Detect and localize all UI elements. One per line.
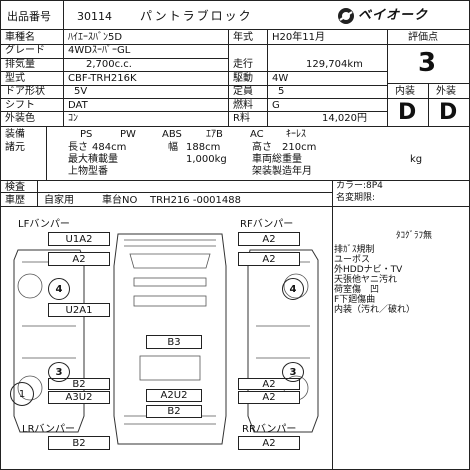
load-label: 最大積載量 [68, 154, 118, 165]
gvw-unit: kg [410, 154, 423, 165]
score-value: 3 [418, 48, 437, 78]
color-value: ｺﾝ [68, 113, 78, 124]
manufacture-label: 架装製造年月 [252, 166, 312, 177]
lot-number: 30114 [77, 10, 112, 23]
mark-rear-bottom: B2 [146, 405, 202, 418]
year-value: H20年11月 [272, 32, 325, 43]
door-label: ドア形状 [5, 86, 45, 97]
mileage-value: 129,704km [306, 59, 363, 70]
inspection-label: 検査 [5, 182, 25, 193]
note-line: 内装（汚れ／破れ） [334, 305, 416, 315]
rr-bumper-label: RRバンパー [242, 424, 297, 435]
mileage-label: 走行 [233, 59, 253, 70]
load-value: 1,000kg [186, 154, 227, 165]
logo-text: ベイオーク [358, 8, 429, 23]
model-label: 車種名 [5, 32, 35, 43]
displacement-label: 排気量 [5, 59, 35, 70]
height-value: 210cm [282, 142, 317, 153]
equipment-item: ABS [162, 129, 182, 140]
type-value: CBF-TRH216K [68, 73, 137, 84]
interior-label: 内装 [395, 86, 415, 97]
equipment-list: PS PW ABS ｴｱB AC ｷｰﾚｽ [80, 130, 380, 142]
chassis-value: TRH216 -0001488 [150, 195, 241, 206]
width-label: 幅 [168, 142, 178, 153]
mark-lf-bumper: U1A2 [48, 232, 110, 246]
model-value: ﾊｲｴｰｽﾊﾞﾝ5D [68, 32, 123, 43]
recycle-value: 14,020円 [322, 113, 367, 124]
exterior-grade: D [439, 100, 458, 125]
note-line: 排ｶﾞｽ規制 [334, 245, 375, 255]
history-label: 車歴 [5, 195, 25, 206]
lot-label: 出品番号 [7, 10, 51, 23]
capacity-label: 定員 [233, 86, 253, 97]
chassis-label: 車台NO [102, 195, 138, 206]
mark-left-door-front: U2A1 [48, 303, 110, 317]
equipment-item: PS [80, 129, 93, 140]
history-value: 自家用 [44, 195, 74, 206]
mark-front-right: A2 [238, 252, 300, 266]
mark-lr-bumper: B2 [48, 436, 110, 450]
mark-rf-bumper: A2 [238, 232, 300, 246]
score-label: 評価点 [408, 32, 438, 43]
damage-circle-left-lower: 3 [48, 362, 70, 382]
name-change-label: 名変期限: [336, 193, 376, 203]
lf-bumper-label: LFバンパー [18, 219, 70, 230]
displacement-value: 2,700c.c. [86, 59, 132, 70]
gvw-label: 車両総重量 [252, 154, 302, 165]
note-line: F下廻傷曲 [334, 295, 376, 305]
note-line: 天張他ヤニ汚れ [334, 275, 398, 285]
drive-value: 4W [272, 73, 289, 84]
recycle-label: R料 [233, 113, 250, 124]
mark-rr-bumper: A2 [238, 436, 300, 450]
note-line: ユーポス [334, 255, 371, 265]
mark-rear-left-2: A3U2 [48, 391, 110, 404]
drive-label: 駆動 [233, 73, 253, 84]
damage-circle-left-upper: 4 [48, 278, 70, 300]
tacho-note: ﾀｺｸﾞﾗﾌ無 [396, 231, 433, 241]
fuel-value: G [272, 100, 280, 111]
year-label: 年式 [233, 32, 253, 43]
mark-front-left: A2 [48, 252, 110, 266]
notes-section: ﾀｺｸﾞﾗﾌ無 排ｶﾞｽ規制 ユーポス 外HDDナビ・TV 天張他ヤニ汚れ 荷室… [334, 232, 468, 342]
shift-value: DAT [68, 100, 88, 111]
grade-label: グレード [5, 45, 45, 56]
grade-value: 4WDｽｰﾊﾟｰGL [68, 45, 131, 56]
equipment-item: PW [120, 129, 136, 140]
type-label: 型式 [5, 73, 25, 84]
specs-label: 諸元 [5, 142, 25, 153]
width-value: 188cm [186, 142, 221, 153]
mark-rear-center: A2U2 [146, 389, 202, 402]
length-value: 484cm [92, 142, 127, 153]
equipment-item: ｴｱB [206, 129, 223, 140]
note-line: 荷室傷 凹 [334, 285, 380, 295]
loading-label: 上物型番 [68, 166, 108, 177]
damage-circle-far-left: 1 [10, 382, 34, 406]
exterior-label: 外装 [436, 86, 456, 97]
capacity-value: 5 [278, 86, 285, 97]
logo-icon [336, 6, 356, 29]
mark-roof: B3 [146, 335, 202, 349]
mark-rear-right-1: A2 [238, 378, 300, 390]
equipment-item: AC [250, 129, 264, 140]
equipment-item: ｷｰﾚｽ [286, 129, 306, 140]
door-value: 5V [74, 86, 88, 97]
length-label: 長さ [68, 142, 88, 153]
note-line: 外HDDナビ・TV [334, 265, 403, 275]
mark-rear-right-2: A2 [238, 391, 300, 404]
color-code: カラー:8P4 [336, 181, 383, 191]
shift-label: シフト [5, 100, 35, 111]
equip-label: 装備 [5, 129, 25, 140]
rf-bumper-label: RFバンパー [240, 219, 294, 230]
lr-bumper-label: LRバンパー [22, 424, 76, 435]
height-label: 高さ [252, 142, 272, 153]
color-label: 外装色 [5, 113, 35, 124]
damage-circle-right-lower: 3 [282, 362, 304, 382]
fuel-label: 燃料 [233, 100, 253, 111]
vehicle-title: パントラブロック [140, 9, 253, 23]
interior-grade: D [398, 100, 417, 125]
damage-circle-right-upper: 4 [282, 278, 304, 300]
header-section: 出品番号 30114 パントラブロック ベイオーク [0, 0, 470, 30]
